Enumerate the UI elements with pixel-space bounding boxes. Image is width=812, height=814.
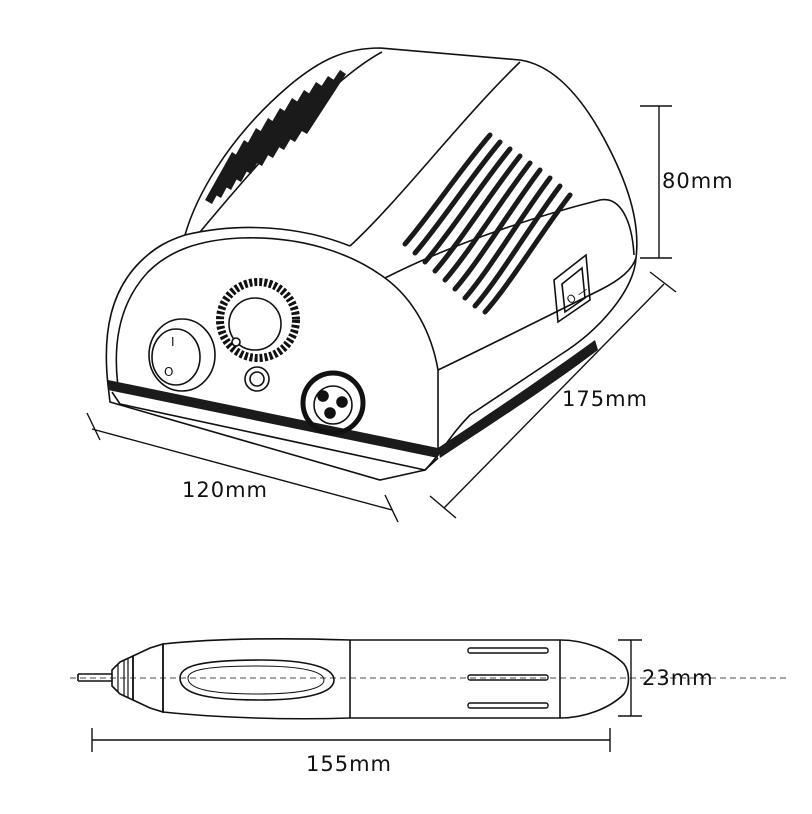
handpiece-socket[interactable] [300, 370, 366, 436]
base-band-side [438, 340, 598, 458]
speed-knob[interactable] [216, 278, 300, 362]
handpiece-nose [132, 642, 164, 714]
side-panel-edge [437, 257, 637, 371]
power-switch-rocker [151, 328, 201, 386]
dimension-handpiece-diameter: 23mm [618, 639, 714, 717]
power-switch-off-symbol: O [164, 365, 173, 379]
side-switch[interactable]: O — [553, 253, 591, 324]
handpiece-bit [77, 673, 112, 682]
speed-knob-face [228, 297, 282, 351]
handpiece [70, 638, 790, 720]
socket-pin-3 [324, 407, 336, 419]
dimension-depth-label: 175mm [562, 387, 648, 411]
top-panel-seam-right [349, 61, 521, 247]
control-box-unit: I O O — [105, 47, 638, 481]
power-switch-on-symbol: I [171, 335, 175, 349]
dimension-handpiece-length-label: 155mm [306, 752, 392, 776]
handpiece-vent-slots [467, 647, 549, 709]
right-vent-slots [402, 132, 573, 315]
speed-knob-outer-ring [216, 278, 300, 362]
dimension-height: 80mm [640, 105, 734, 259]
base-bottom [111, 391, 439, 471]
dimension-width-label: 120mm [182, 478, 268, 502]
dimension-width: 120mm [86, 412, 399, 523]
side-switch-housing [553, 253, 591, 324]
side-switch-rocker [561, 266, 586, 314]
left-vent-slots [205, 70, 346, 204]
top-panel-seam-ridge [199, 51, 383, 233]
dimension-depth: 175mm [429, 271, 677, 519]
dimension-handpiece-diameter-label: 23mm [642, 666, 714, 690]
base-band [108, 380, 438, 458]
dimension-height-label: 80mm [662, 169, 734, 193]
socket-pin-1 [317, 390, 329, 402]
indicator-light [244, 366, 270, 392]
control-box-front-face [115, 237, 439, 456]
socket-pin-2 [336, 396, 348, 408]
socket-outer-ring [300, 370, 366, 436]
handpiece-body [162, 638, 630, 720]
handpiece-grip [179, 659, 335, 701]
top-panel-seam-left [184, 226, 351, 247]
control-box-housing [105, 47, 638, 481]
power-switch[interactable]: I O [148, 318, 216, 392]
speed-knob-indicator [231, 337, 241, 347]
socket-inner [313, 385, 353, 425]
power-switch-bezel [148, 318, 216, 392]
dimension-handpiece-length: 155mm [91, 728, 611, 776]
handpiece-grip-inner [187, 665, 325, 695]
